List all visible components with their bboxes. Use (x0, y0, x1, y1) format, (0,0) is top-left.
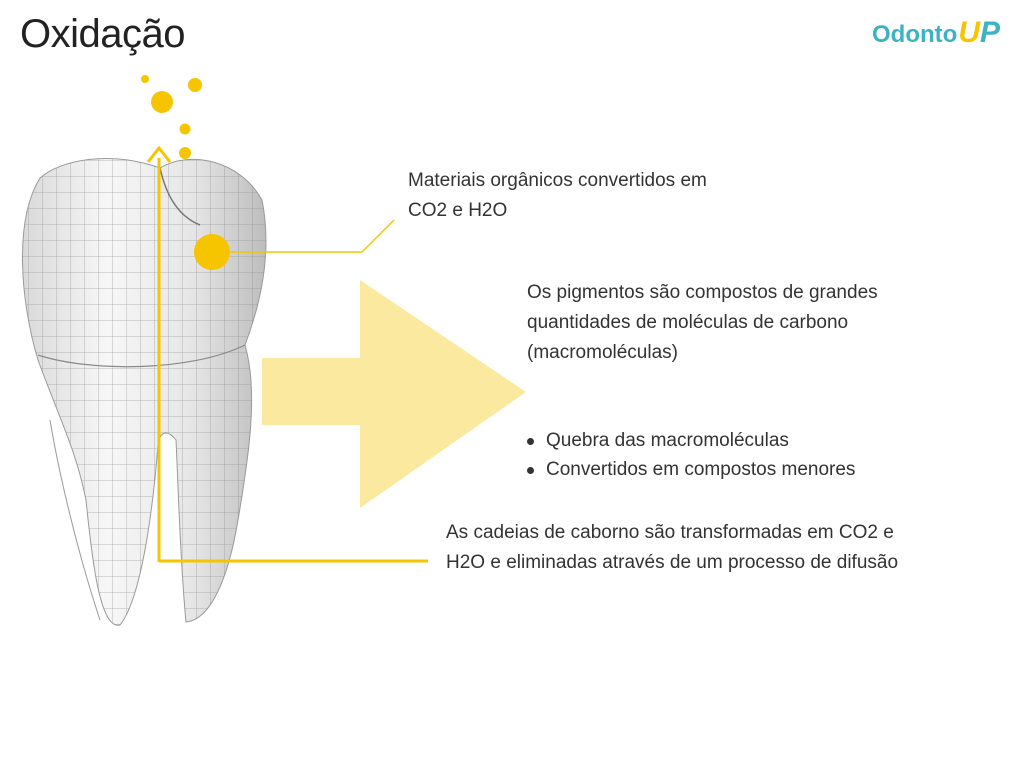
tooth-icon (22, 158, 267, 626)
up-arrow-icon (146, 145, 428, 563)
page-title: Oxidação (20, 12, 185, 56)
note-line: Materiais orgânicos convertidos em (408, 170, 707, 191)
note-line: As cadeias de caborno são transformadas … (446, 522, 894, 543)
logo-letter: U (958, 16, 980, 49)
note-line: (macromoléculas) (527, 342, 678, 363)
bullet-list: Quebra das macromoléculas Convertidos em… (527, 426, 855, 484)
organic-material-note: Materiais orgânicos convertidos em CO2 e… (408, 166, 788, 226)
right-arrow-shape (262, 280, 526, 508)
carbon-chains-note: As cadeias de caborno são transformadas … (446, 518, 1006, 578)
list-item: Convertidos em compostos menores (527, 455, 855, 484)
list-item: Quebra das macromoléculas (527, 426, 855, 455)
note-line: H2O e eliminadas através de um processo … (446, 552, 899, 573)
bubble-icons (141, 75, 202, 159)
logo-text: Odonto (872, 21, 958, 48)
pigments-note: Os pigmentos são compostos de grandes qu… (527, 278, 957, 368)
callout-pointer (194, 219, 395, 270)
note-line: quantidades de moléculas de carbono (527, 312, 849, 333)
note-line: Os pigmentos são compostos de grandes (527, 282, 878, 303)
logo-up: UP (958, 16, 1000, 49)
note-line: CO2 e H2O (408, 200, 508, 221)
brand-logo: Odonto UP (872, 16, 1000, 56)
